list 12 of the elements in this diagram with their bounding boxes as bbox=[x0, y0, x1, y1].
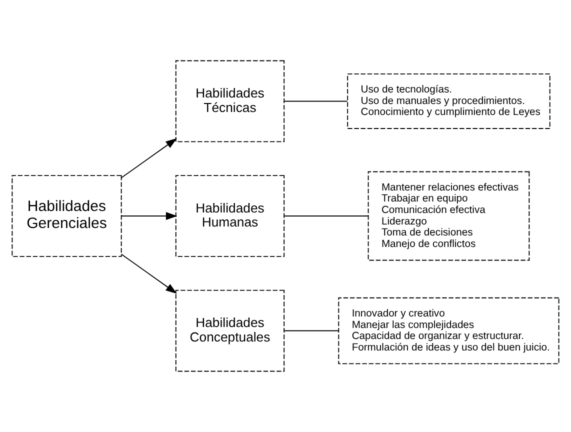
node-box: Habilidades Gerenciales bbox=[12, 175, 122, 257]
arrow bbox=[120, 254, 177, 294]
connector bbox=[284, 330, 340, 332]
arrow bbox=[120, 138, 177, 178]
node-box: Mantener relaciones efectivas Trabajar en equipo Comunicación efectiva Liderazgo Toma de decisiones Manejo de conflictos bbox=[368, 171, 530, 261]
connector bbox=[284, 100, 348, 102]
node-box: Innovador y creativo Manejar las complejidades Capacidad de organizar y estructurar. Formulación de ideas y uso del buen juicio. bbox=[338, 297, 560, 364]
node-box: Habilidades Humanas bbox=[175, 175, 285, 257]
arrow bbox=[120, 212, 178, 220]
node-box: Uso de tecnologías. Uso de manuales y procedimientos. Conocimiento y cumplimiento de Leyes bbox=[347, 73, 550, 129]
node-box: Habilidades Conceptuales bbox=[175, 290, 285, 372]
node-box: Habilidades Técnicas bbox=[175, 60, 285, 142]
